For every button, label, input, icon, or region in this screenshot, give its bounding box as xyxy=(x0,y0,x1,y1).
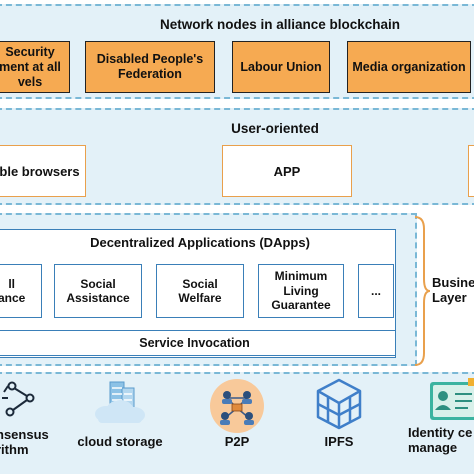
dapps-title: Decentralized Applications (DApps) xyxy=(90,235,310,250)
service-social-welfare: Social Welfare xyxy=(156,264,244,318)
user-browsers-box: ble browsers xyxy=(0,145,86,197)
identity-card-icon xyxy=(430,378,474,420)
node-media-organization: Media organization xyxy=(347,41,471,93)
p2p-network-icon xyxy=(210,379,264,433)
node-disabled-peoples-federation: Disabled People's Federation xyxy=(85,41,215,93)
node-security: Security ment at all vels xyxy=(0,41,70,93)
service-invocation-bar: Service Invocation xyxy=(0,330,396,356)
service-more-ellipsis: ... xyxy=(358,264,394,318)
user-partial-box xyxy=(468,145,474,197)
business-layer-brace xyxy=(414,216,431,366)
cloud-storage-label: cloud storage xyxy=(77,434,163,449)
identity-label: Identity ce manage xyxy=(408,426,473,455)
user-oriented-title: User-oriented xyxy=(231,121,319,136)
service-minimum-living-guarantee: Minimum Living Guarantee xyxy=(258,264,344,318)
ipfs-cube-icon xyxy=(316,378,362,430)
business-layer-label: Busine Layer xyxy=(432,275,474,305)
consensus-label: nsensus rithm xyxy=(0,427,49,457)
p2p-label: P2P xyxy=(224,434,250,449)
cloud-storage-icon xyxy=(95,381,145,423)
network-nodes-title: Network nodes in alliance blockchain xyxy=(159,17,401,32)
node-labour-union: Labour Union xyxy=(232,41,330,93)
ipfs-label: IPFS xyxy=(324,434,354,449)
user-app-box: APP xyxy=(222,145,352,197)
consensus-graph-icon xyxy=(2,381,35,417)
service-partial: ll ance xyxy=(0,264,42,318)
service-social-assistance: Social Assistance xyxy=(54,264,142,318)
